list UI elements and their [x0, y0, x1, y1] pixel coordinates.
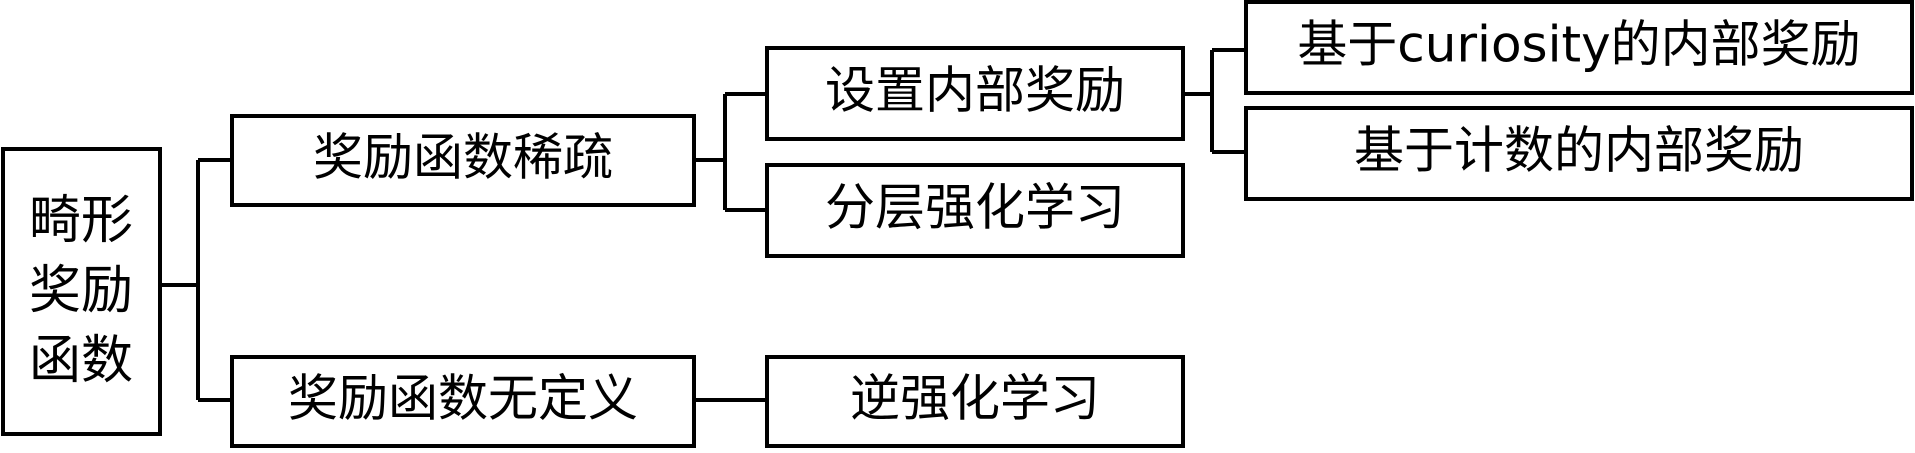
count-reward-label: 基于计数的内部奖励	[1354, 122, 1804, 180]
inverse-rl-label: 逆强化学习	[850, 370, 1100, 428]
node-undefined-reward: 奖励函数无定义	[230, 355, 696, 448]
hierarchical-rl-label: 分层强化学习	[825, 179, 1125, 237]
root-label-line-1: 畸形	[29, 191, 133, 251]
node-intrinsic-reward: 设置内部奖励	[765, 46, 1185, 141]
node-count-reward: 基于计数的内部奖励	[1244, 106, 1914, 201]
connector-root-to-level1	[160, 158, 232, 402]
node-root: 畸形 奖励 函数	[1, 147, 162, 436]
node-curiosity-reward: 基于curiosity的内部奖励	[1244, 0, 1914, 95]
connector-sparse-to-level2	[694, 92, 767, 212]
node-sparse-reward: 奖励函数稀疏	[230, 114, 696, 207]
root-label-line-2: 奖励	[29, 261, 133, 321]
curiosity-reward-label: 基于curiosity的内部奖励	[1297, 16, 1860, 74]
undefined-reward-label: 奖励函数无定义	[288, 370, 638, 428]
sparse-reward-label: 奖励函数稀疏	[313, 129, 613, 187]
node-hierarchical-rl: 分层强化学习	[765, 163, 1185, 258]
connectors	[160, 48, 1246, 402]
intrinsic-reward-label: 设置内部奖励	[825, 62, 1125, 120]
root-label-line-3: 函数	[29, 331, 133, 391]
connector-intrinsic-to-level3	[1183, 48, 1246, 154]
node-inverse-rl: 逆强化学习	[765, 355, 1185, 448]
